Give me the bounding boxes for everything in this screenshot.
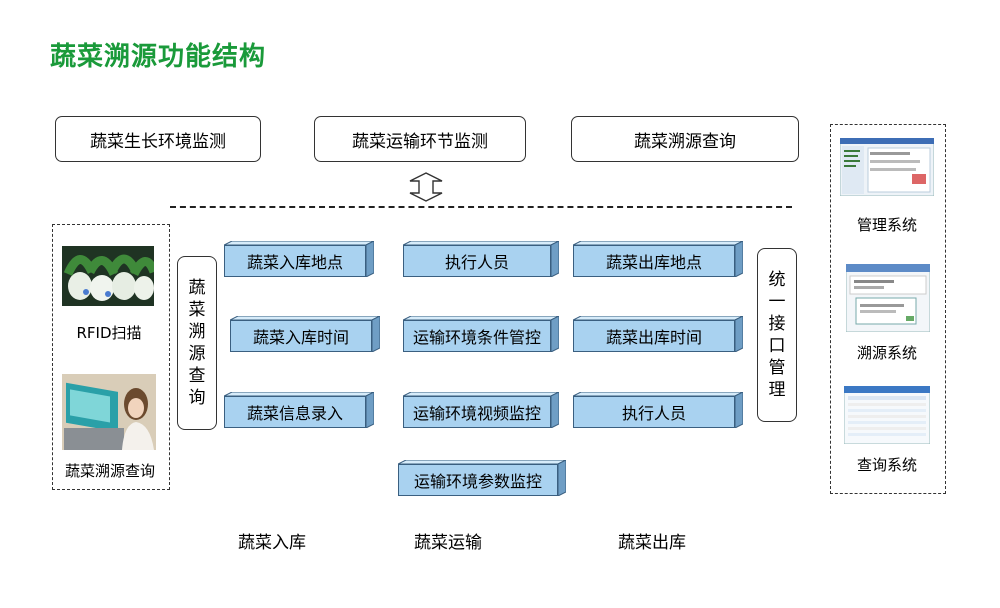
management-screenshot <box>840 138 934 196</box>
trace-screenshot <box>846 264 930 332</box>
caption-management-system: 管理系统 <box>856 216 917 234</box>
kiosk-photo <box>62 374 156 450</box>
caption-trace-query: 蔬菜溯源查询 <box>64 462 155 480</box>
block-transport-params: 运输环境参数监控 <box>398 460 566 496</box>
page-title: 蔬菜溯源功能结构 <box>50 42 267 72</box>
block-outbound-time: 蔬菜出库时间 <box>573 316 743 352</box>
block-info-entry: 蔬菜信息录入 <box>224 392 374 428</box>
dashed-divider <box>170 206 792 208</box>
block-outbound-location: 蔬菜出库地点 <box>573 241 743 277</box>
caption-query-system: 查询系统 <box>856 456 917 474</box>
top-box-transport-monitor: 蔬菜运输环节监测 <box>314 116 526 162</box>
left-panel <box>52 224 170 490</box>
vertical-trace-query-label: 蔬菜溯源查询 <box>188 278 206 408</box>
block-operator-outbound: 执行人员 <box>573 392 743 428</box>
stage-transport: 蔬菜运输 <box>414 533 482 553</box>
stage-outbound: 蔬菜出库 <box>618 533 686 553</box>
right-panel <box>830 124 946 494</box>
vertical-interface-box: 统一接口管理 <box>757 248 797 422</box>
caption-rfid-scan: RFID扫描 <box>76 324 142 342</box>
vertical-interface-label: 统一接口管理 <box>768 270 786 400</box>
vertical-trace-query-box: 蔬菜溯源查询 <box>177 256 217 430</box>
double-arrow-icon <box>409 172 443 202</box>
block-transport-video: 运输环境视频监控 <box>403 392 559 428</box>
vegetable-photo <box>62 246 154 306</box>
block-intake-time: 蔬菜入库时间 <box>230 316 380 352</box>
stage-intake: 蔬菜入库 <box>238 533 306 553</box>
block-operator-transport: 执行人员 <box>403 241 559 277</box>
query-screenshot <box>844 386 930 444</box>
block-intake-location: 蔬菜入库地点 <box>224 241 374 277</box>
block-transport-condition: 运输环境条件管控 <box>403 316 559 352</box>
top-box-growth-monitor: 蔬菜生长环境监测 <box>55 116 261 162</box>
top-box-trace-query: 蔬菜溯源查询 <box>571 116 799 162</box>
caption-trace-system: 溯源系统 <box>856 344 917 362</box>
